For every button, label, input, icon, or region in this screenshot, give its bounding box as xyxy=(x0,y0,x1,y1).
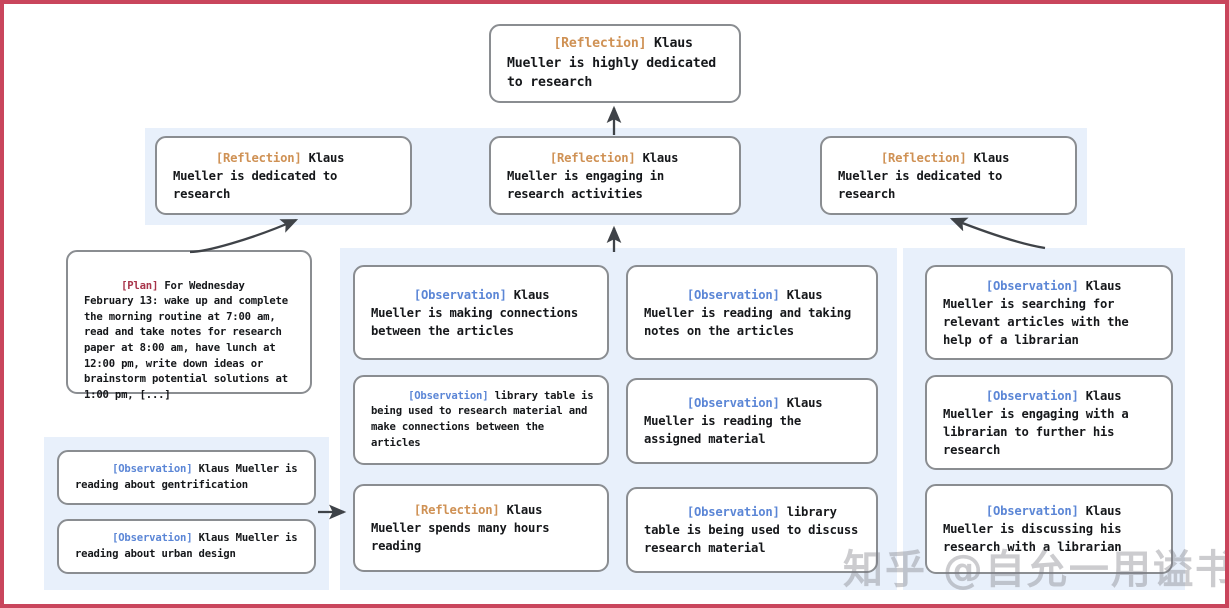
tag-observation: [Observation] xyxy=(985,388,1079,403)
column2-node-3[interactable]: [Reflection] Klaus Mueller spends many h… xyxy=(353,484,609,572)
column2-node-1-text: [Observation] Klaus Mueller is making co… xyxy=(355,268,607,358)
column3-node-2-text: [Observation] Klaus Mueller is reading t… xyxy=(628,376,876,466)
column4-node-1-body: Klaus Mueller is searching for relevant … xyxy=(943,278,1136,347)
column3-node-3-text: [Observation] library table is being use… xyxy=(628,485,876,575)
tag-reflection: [Reflection] xyxy=(880,150,967,165)
reflection-node-2[interactable]: [Reflection] Klaus Mueller is engaging i… xyxy=(489,136,741,215)
tag-reflection: [Reflection] xyxy=(413,503,500,517)
column4-node-2-text: [Observation] Klaus Mueller is engaging … xyxy=(927,369,1171,477)
column4-node-2[interactable]: [Observation] Klaus Mueller is engaging … xyxy=(925,375,1173,470)
column4-node-2-body: Klaus Mueller is engaging with a librari… xyxy=(943,388,1136,457)
tag-observation: [Observation] xyxy=(413,287,507,302)
column2-node-3-body: Klaus Mueller spends many hours reading xyxy=(371,503,557,553)
column3-node-1-text: [Observation] Klaus Mueller is reading a… xyxy=(628,268,876,358)
top-reflection-node[interactable]: [Reflection] Klaus Mueller is highly ded… xyxy=(489,24,741,103)
column4-node-3[interactable]: [Observation] Klaus Mueller is discussin… xyxy=(925,484,1173,574)
reflection-node-3[interactable]: [Reflection] Klaus Mueller is dedicated … xyxy=(820,136,1077,215)
column2-node-1[interactable]: [Observation] Klaus Mueller is making co… xyxy=(353,265,609,360)
column4-node-3-body: Klaus Mueller is discussing his research… xyxy=(943,504,1129,554)
reflection-node-3-body: Klaus Mueller is dedicated to research xyxy=(838,150,1017,201)
reflection-node-1-body: Klaus Mueller is dedicated to research xyxy=(173,150,352,201)
column3-node-3[interactable]: [Observation] library table is being use… xyxy=(626,487,878,573)
column2-node-1-body: Klaus Mueller is making connections betw… xyxy=(371,287,586,338)
plan-node[interactable]: [Plan] For Wednesday February 13: wake u… xyxy=(66,250,312,401)
column2-node-3-text: [Reflection] Klaus Mueller spends many h… xyxy=(355,483,607,573)
tag-observation: [Observation] xyxy=(686,396,780,410)
left-observation-node-2-text: [Observation] Klaus Mueller is reading a… xyxy=(59,515,314,577)
column2-node-2-text: [Observation] library table is being use… xyxy=(355,373,607,467)
tag-observation: [Observation] xyxy=(408,389,489,402)
tag-observation: [Observation] xyxy=(112,462,193,475)
column3-node-3-body: library table is being used to discuss r… xyxy=(644,505,866,555)
tag-reflection: [Reflection] xyxy=(549,150,636,165)
left-observation-node-2[interactable]: [Observation] Klaus Mueller is reading a… xyxy=(57,519,316,574)
reflection-node-1[interactable]: [Reflection] Klaus Mueller is dedicated … xyxy=(155,136,412,215)
tag-observation: [Observation] xyxy=(985,278,1079,293)
top-reflection-text: [Reflection] Klaus Mueller is highly ded… xyxy=(491,15,739,113)
tag-reflection: [Reflection] xyxy=(215,150,302,165)
reflection-node-2-body: Klaus Mueller is engaging in research ac… xyxy=(507,150,686,201)
left-observation-node-1[interactable]: [Observation] Klaus Mueller is reading a… xyxy=(57,450,316,505)
plan-node-text: [Plan] For Wednesday February 13: wake u… xyxy=(68,252,310,419)
column4-node-1[interactable]: [Observation] Klaus Mueller is searching… xyxy=(925,265,1173,360)
tag-reflection: [Reflection] xyxy=(553,36,647,52)
left-observation-node-2-body: Klaus Mueller is reading about urban des… xyxy=(75,531,304,560)
tag-observation: [Observation] xyxy=(686,287,780,302)
column3-node-2-body: Klaus Mueller is reading the assigned ma… xyxy=(644,396,830,446)
column2-node-2[interactable]: [Observation] library table is being use… xyxy=(353,375,609,465)
column4-node-3-text: [Observation] Klaus Mueller is discussin… xyxy=(927,484,1171,574)
column3-node-2[interactable]: [Observation] Klaus Mueller is reading t… xyxy=(626,378,878,464)
column4-node-1-text: [Observation] Klaus Mueller is searching… xyxy=(927,259,1171,367)
top-reflection-body: Klaus Mueller is highly dedicated to res… xyxy=(507,36,724,91)
reflection-node-3-text: [Reflection] Klaus Mueller is dedicated … xyxy=(822,131,1075,221)
tag-observation: [Observation] xyxy=(686,505,780,519)
plan-node-body: For Wednesday February 13: wake up and c… xyxy=(84,279,295,401)
tag-observation: [Observation] xyxy=(985,504,1079,518)
tag-observation: [Observation] xyxy=(112,531,193,544)
column2-node-2-body: library table is being used to research … xyxy=(371,389,600,449)
left-observation-node-1-body: Klaus Mueller is reading about gentrific… xyxy=(75,462,304,491)
column3-node-1[interactable]: [Observation] Klaus Mueller is reading a… xyxy=(626,265,878,360)
reflection-node-2-text: [Reflection] Klaus Mueller is engaging i… xyxy=(491,131,739,221)
left-observation-node-1-text: [Observation] Klaus Mueller is reading a… xyxy=(59,446,314,508)
tag-plan: [Plan] xyxy=(121,279,159,292)
column3-node-1-body: Klaus Mueller is reading and taking note… xyxy=(644,287,859,338)
reflection-node-1-text: [Reflection] Klaus Mueller is dedicated … xyxy=(157,131,410,221)
